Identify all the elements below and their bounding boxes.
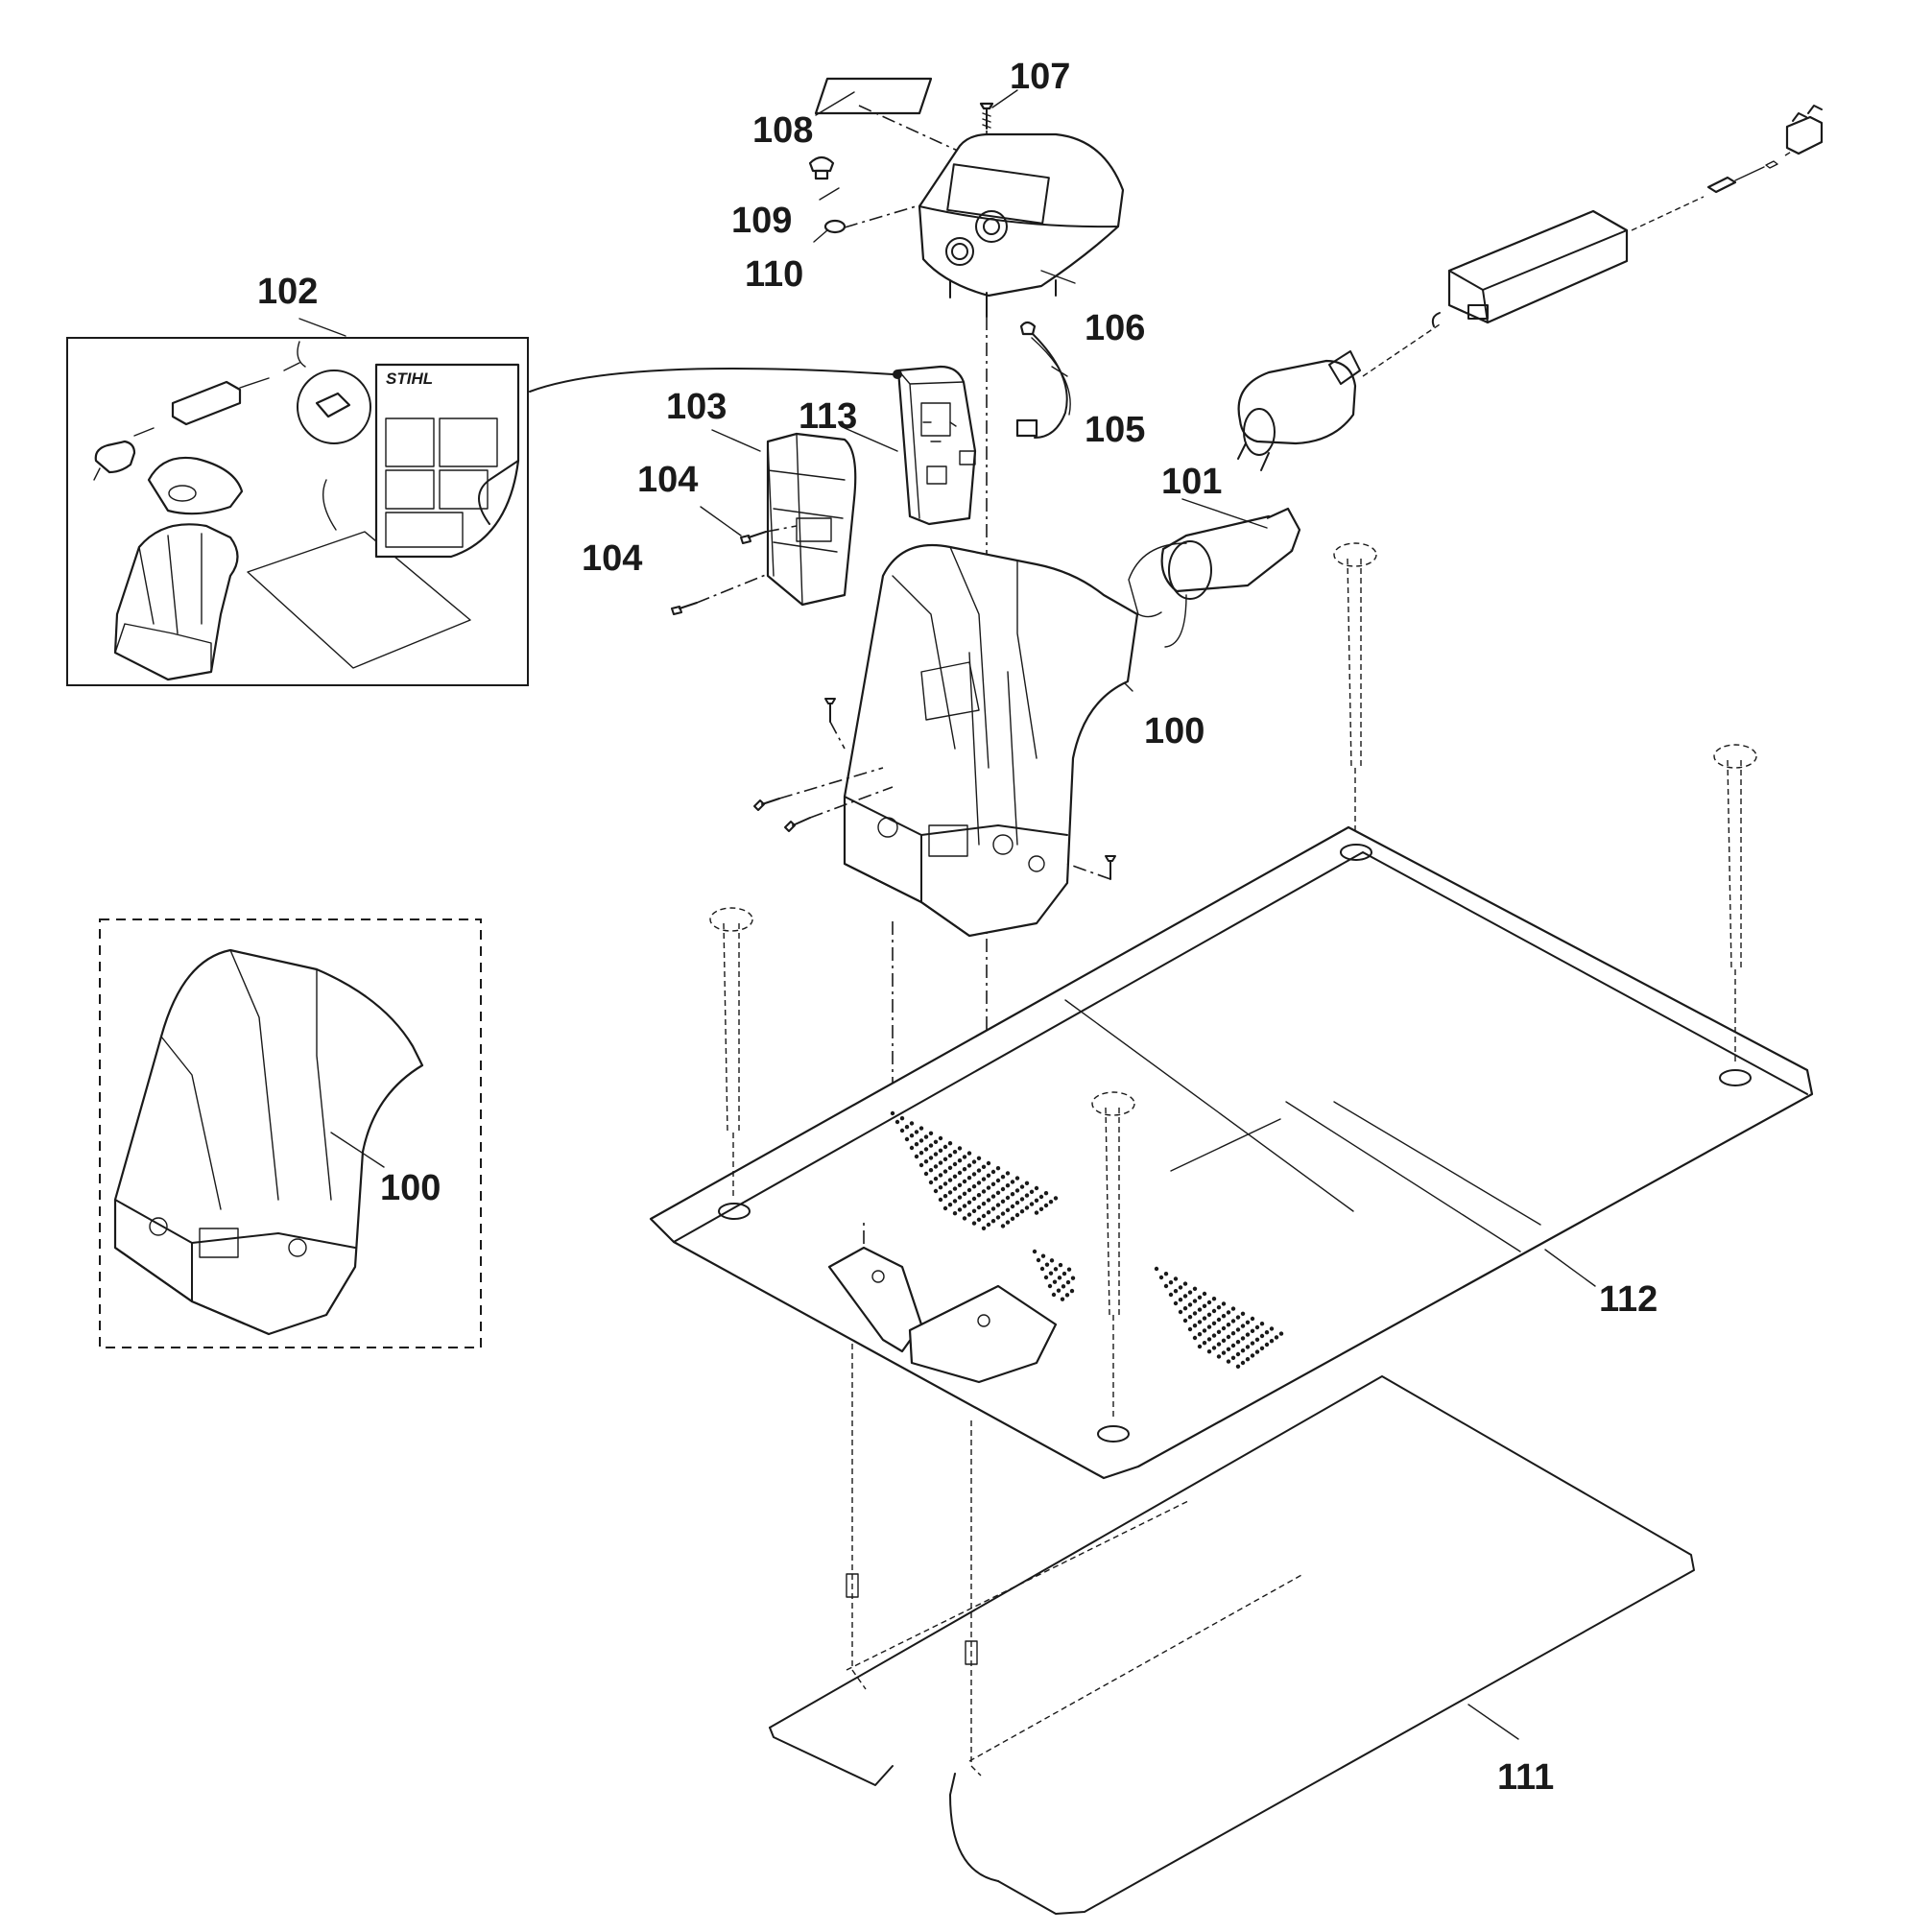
brand-label: STIHL bbox=[386, 370, 433, 388]
grip-pattern-lower bbox=[1154, 1266, 1284, 1370]
screw-housing-1 bbox=[824, 698, 836, 723]
callout-113: 113 bbox=[799, 396, 857, 437]
callout-105: 105 bbox=[1085, 410, 1145, 450]
charging-contact-101 bbox=[1128, 507, 1301, 648]
anchor-peg-2 bbox=[1713, 744, 1757, 1065]
callout-103: 103 bbox=[666, 387, 727, 427]
screw-104-a bbox=[740, 531, 767, 544]
alternate-housing-inset bbox=[99, 918, 482, 1348]
screw-housing-2 bbox=[753, 798, 780, 811]
label-sticker-108 bbox=[814, 77, 933, 115]
callout-108: 108 bbox=[752, 110, 813, 151]
callout-100-main: 100 bbox=[1144, 711, 1205, 751]
anchor-peg-3 bbox=[709, 907, 753, 1200]
button-109 bbox=[808, 155, 835, 180]
mains-plug bbox=[1237, 350, 1361, 471]
sensor-cable-105 bbox=[1015, 321, 1071, 439]
callout-107: 107 bbox=[1010, 57, 1070, 97]
leader-lines bbox=[298, 89, 1596, 1740]
screw-housing-4 bbox=[1105, 855, 1116, 880]
anchor-peg-1 bbox=[1333, 542, 1377, 835]
power-supply-unit bbox=[1431, 209, 1629, 327]
screw-104-b bbox=[671, 602, 698, 615]
o-ring-110 bbox=[823, 219, 847, 234]
boundary-wire-sheet-111 bbox=[769, 1344, 1695, 1915]
base-plate-112 bbox=[649, 825, 1814, 1480]
package-contents-inset-102: STIHL bbox=[66, 337, 529, 686]
callout-111: 111 bbox=[1497, 1757, 1554, 1798]
top-cover-106 bbox=[918, 132, 1125, 318]
callout-106: 106 bbox=[1085, 308, 1145, 348]
screw-housing-3 bbox=[784, 817, 811, 832]
callout-104-lower: 104 bbox=[582, 538, 642, 579]
anchor-peg-4 bbox=[1091, 1091, 1135, 1420]
callout-104-upper: 104 bbox=[637, 460, 698, 500]
callout-102: 102 bbox=[257, 272, 318, 312]
connector-plug-small bbox=[1706, 160, 1778, 194]
circuit-board-113 bbox=[893, 365, 977, 526]
callout-100-inset: 100 bbox=[380, 1168, 441, 1208]
cover-panel-103 bbox=[766, 432, 857, 607]
callout-110: 110 bbox=[745, 254, 803, 295]
grip-pattern-upper bbox=[890, 1110, 1059, 1231]
screw-107 bbox=[979, 102, 994, 130]
connector-end-block bbox=[1785, 105, 1824, 155]
callout-109: 109 bbox=[731, 201, 792, 241]
base-station-housing-100 bbox=[843, 543, 1139, 938]
callout-112: 112 bbox=[1599, 1279, 1658, 1320]
grip-pattern-center bbox=[1032, 1249, 1076, 1301]
callout-101: 101 bbox=[1161, 462, 1222, 502]
